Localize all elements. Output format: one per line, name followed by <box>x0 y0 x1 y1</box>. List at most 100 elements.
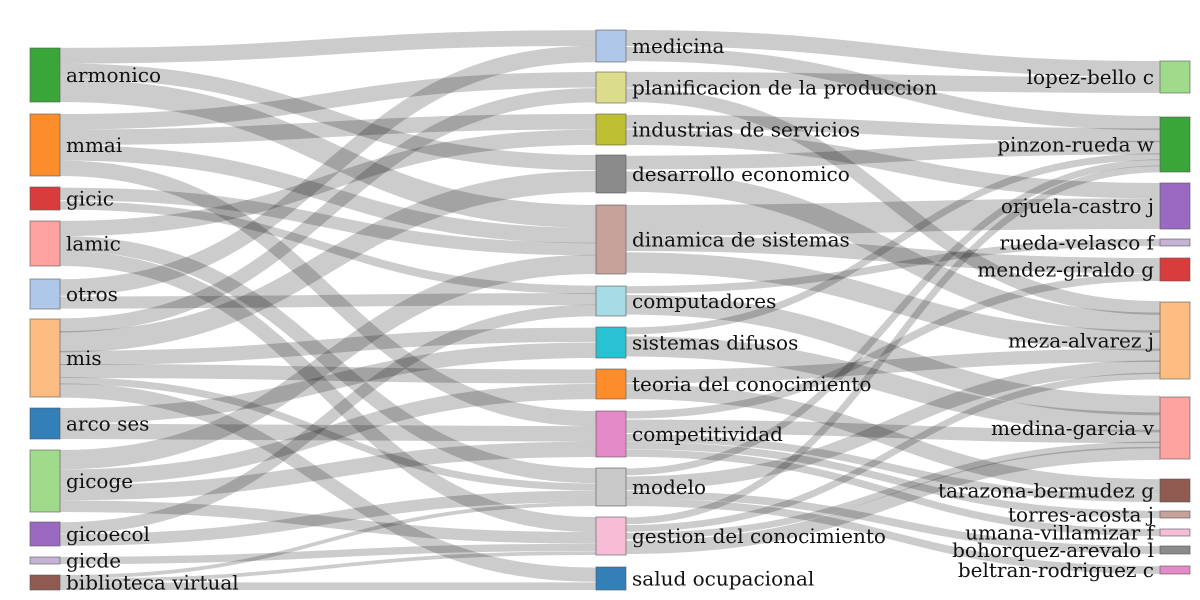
link-difusos-pinzon <box>625 153 1161 335</box>
node-label-arcoses: arco ses <box>66 412 149 436</box>
node-gicic[interactable] <box>29 186 61 211</box>
node-label-mendez: mendez-giraldo g <box>977 258 1154 282</box>
node-gicde[interactable] <box>29 556 61 565</box>
node-mendez[interactable] <box>1159 257 1191 282</box>
node-meza[interactable] <box>1159 301 1191 380</box>
link-gicoge-competitividad <box>59 441 597 501</box>
node-label-gicoge: gicoge <box>66 469 133 493</box>
link-difusos-medina <box>625 336 1161 433</box>
node-label-beltran: beltran-rodriguez c <box>958 558 1154 582</box>
node-rueda[interactable] <box>1159 238 1191 247</box>
link-dinamica-mendez <box>625 235 1161 274</box>
node-tarazona[interactable] <box>1159 478 1191 503</box>
node-medicina[interactable] <box>595 29 627 63</box>
node-salud[interactable] <box>595 566 627 591</box>
node-label-gicde: gicde <box>66 549 121 573</box>
link-gicoecol-computadores <box>59 304 597 534</box>
node-label-gicic: gicic <box>66 187 114 211</box>
node-computadores[interactable] <box>595 285 627 317</box>
node-label-planificacion: planificacion de la produccion <box>632 76 937 100</box>
node-label-competitividad: competitividad <box>632 422 783 446</box>
node-label-mis: mis <box>66 346 102 370</box>
link-gicoge-gestion <box>59 500 597 544</box>
node-label-armonico: armonico <box>66 63 161 87</box>
link-planificacion-meza <box>625 88 1161 315</box>
node-umana[interactable] <box>1159 528 1191 537</box>
node-beltran[interactable] <box>1159 565 1191 575</box>
node-orjuela[interactable] <box>1159 182 1191 230</box>
node-label-salud: salud ocupacional <box>632 567 814 591</box>
node-difusos[interactable] <box>595 326 627 359</box>
node-gicoecol[interactable] <box>29 521 61 547</box>
link-arcoses-competitividad <box>59 423 597 442</box>
node-lopez[interactable] <box>1159 60 1191 94</box>
link-mmai-planificacion <box>59 72 597 130</box>
link-computadores-rueda <box>625 238 1161 294</box>
node-armonico[interactable] <box>29 47 61 103</box>
link-gicic-dinamica <box>59 187 597 256</box>
node-teoria[interactable] <box>595 368 627 400</box>
link-teoria-tarazona <box>625 383 1161 495</box>
node-label-medina: medina-garcia v <box>991 416 1155 440</box>
node-planificacion[interactable] <box>595 71 627 104</box>
node-label-torres: torres-acosta j <box>1008 503 1154 527</box>
node-otros[interactable] <box>29 278 61 310</box>
link-competitividad-umana <box>625 449 1161 537</box>
link-modelo-beltran <box>625 498 1161 574</box>
node-label-tarazona: tarazona-bermudez g <box>938 479 1154 503</box>
node-industrias[interactable] <box>595 113 627 146</box>
link-gicic-computadores <box>59 201 597 294</box>
link-industrias-orjuela <box>625 129 1161 199</box>
link-competitividad-mendez <box>625 273 1161 419</box>
node-label-meza: meza-alvarez j <box>1008 329 1154 353</box>
node-competitividad[interactable] <box>595 410 627 458</box>
node-torres[interactable] <box>1159 510 1191 519</box>
node-gicoge[interactable] <box>29 449 61 513</box>
link-computadores-medina <box>625 294 1161 416</box>
link-gestion-meza <box>625 372 1161 532</box>
node-modelo[interactable] <box>595 467 627 507</box>
link-lamic-modelo <box>59 235 597 484</box>
node-label-biblioteca: biblioteca virtual <box>66 571 239 595</box>
node-mis[interactable] <box>29 318 61 398</box>
node-arcoses[interactable] <box>29 407 61 440</box>
node-pinzon[interactable] <box>1159 116 1191 173</box>
link-gestion-medina <box>625 446 1161 555</box>
node-desarrollo[interactable] <box>595 154 627 194</box>
link-desarrollo-meza <box>625 171 1161 333</box>
node-mmai[interactable] <box>29 113 61 177</box>
link-competitividad-medina <box>625 419 1161 444</box>
node-label-pinzon: pinzon-rueda w <box>997 133 1154 157</box>
link-competitividad-torres <box>625 441 1161 519</box>
node-label-orjuela: orjuela-castro j <box>1001 194 1154 218</box>
link-mis-desarrollo <box>59 171 597 353</box>
link-armonico-desarrollo <box>59 63 597 171</box>
node-label-umana: umana-villamizar f <box>965 521 1155 545</box>
link-planificacion-lopez <box>625 71 1161 93</box>
link-armonico-dinamica <box>59 78 597 229</box>
node-bohorquez[interactable] <box>1159 545 1191 555</box>
node-medina[interactable] <box>1159 396 1191 460</box>
node-label-mmai: mmai <box>66 133 122 157</box>
node-dinamica[interactable] <box>595 204 627 275</box>
node-label-gicoecol: gicoecol <box>66 522 150 546</box>
node-biblioteca[interactable] <box>29 574 61 591</box>
node-lamic[interactable] <box>29 220 61 267</box>
link-gicde-gestion <box>59 543 597 565</box>
link-mis-teoria <box>59 364 597 384</box>
link-armonico-medicina <box>59 30 597 64</box>
link-modelo-bohorquez <box>625 490 1161 554</box>
link-mis-salud <box>59 383 597 582</box>
node-label-gestion: gestion del conocimiento <box>632 524 886 548</box>
link-gestion-medina <box>625 441 1161 540</box>
link-mis-difusos <box>59 327 597 366</box>
node-label-modelo: modelo <box>632 475 706 499</box>
link-biblioteca-gestion <box>59 551 597 583</box>
link-otros-medicina <box>59 45 597 296</box>
link-gicoge-dinamica <box>59 254 597 470</box>
node-gestion[interactable] <box>595 516 627 556</box>
node-label-difusos: sistemas difusos <box>632 331 798 355</box>
link-gicoecol-modelo <box>59 490 597 546</box>
node-label-rueda: rueda-velasco f <box>1000 231 1156 255</box>
